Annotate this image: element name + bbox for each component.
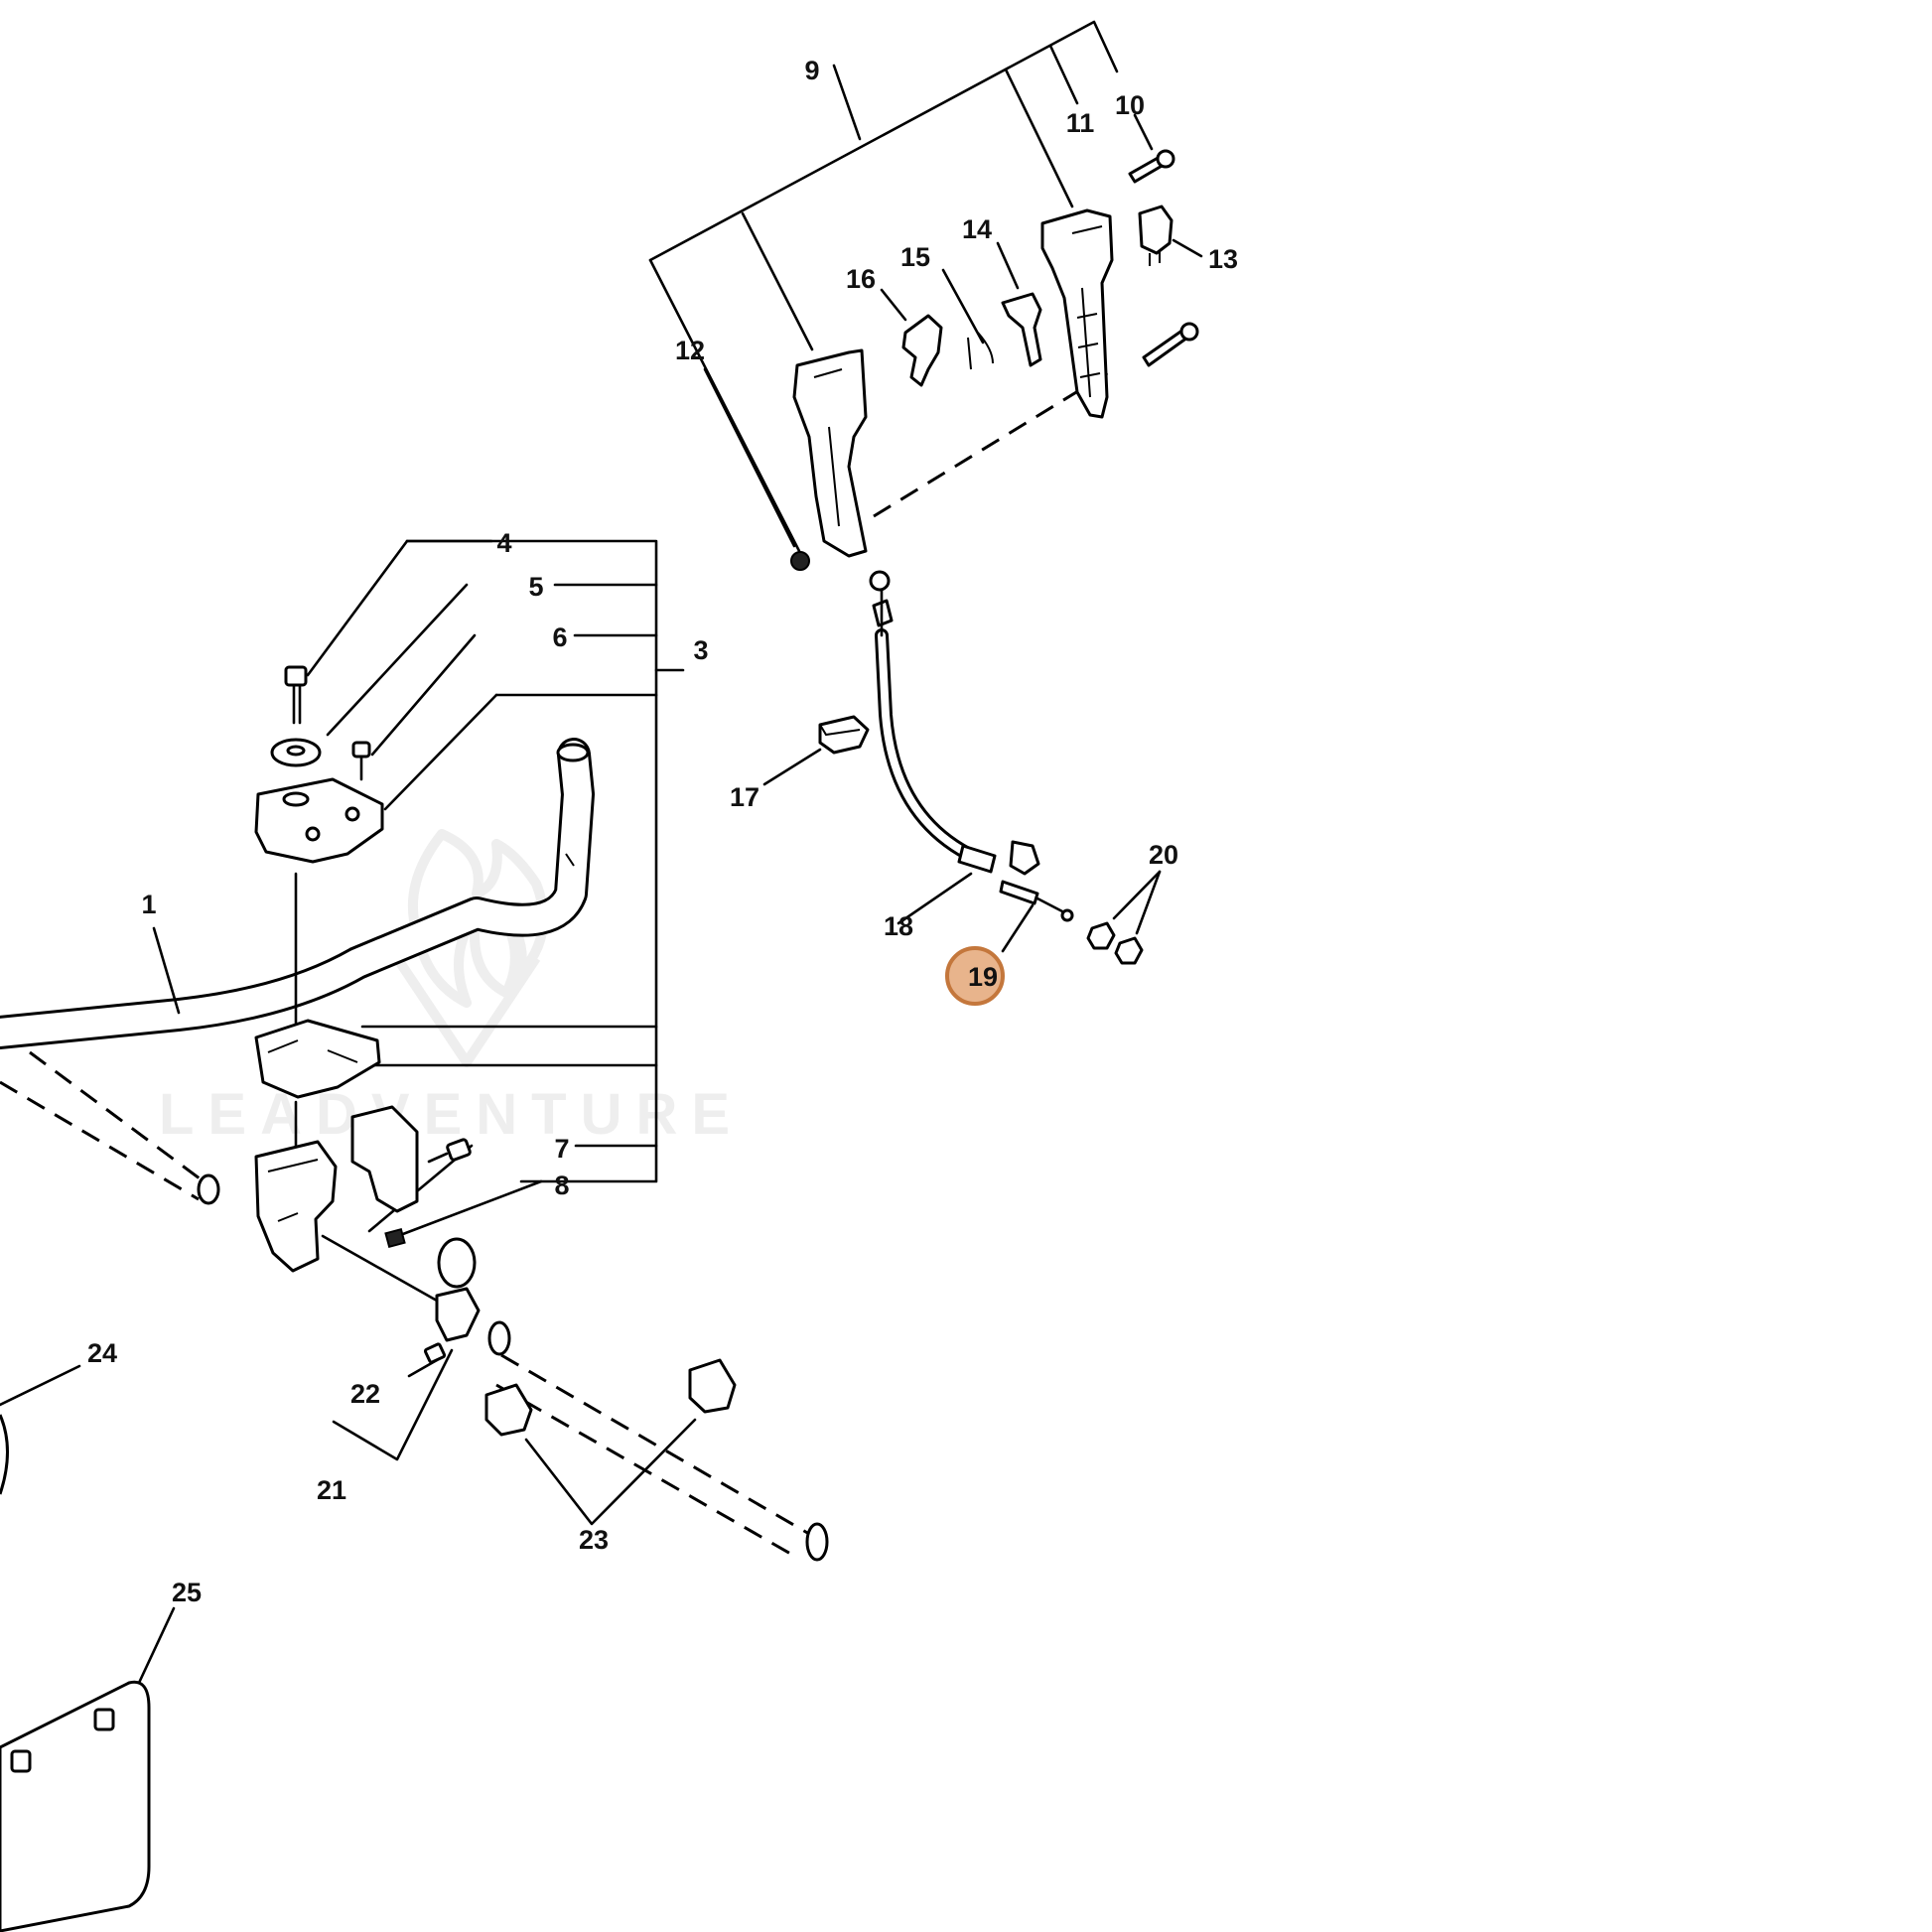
callout-22[interactable]: 22 <box>350 1379 380 1409</box>
clamp-half-part-7[interactable] <box>350 1105 419 1213</box>
callout-5[interactable]: 5 <box>528 572 543 602</box>
screw-part-22[interactable] <box>407 1342 447 1378</box>
washer-part-5[interactable] <box>270 738 322 767</box>
callout-13[interactable]: 13 <box>1208 244 1238 274</box>
callout-11[interactable]: 11 <box>1066 108 1095 138</box>
callout-14[interactable]: 14 <box>962 214 992 244</box>
callout-12[interactable]: 12 <box>675 336 705 365</box>
callout-9[interactable]: 9 <box>804 56 819 85</box>
callout-24[interactable]: 24 <box>87 1338 117 1368</box>
watermark-text: LEADVENTURE <box>159 1082 744 1147</box>
callout-1[interactable]: 1 <box>141 890 156 919</box>
callout-21[interactable]: 21 <box>317 1475 346 1505</box>
clamp-a-part-23[interactable] <box>484 1383 533 1437</box>
clamp-upper-part-3[interactable] <box>254 777 384 864</box>
lockout-lever-part-14[interactable] <box>1001 292 1042 367</box>
callout-15[interactable]: 15 <box>900 242 930 272</box>
switch-part-13[interactable] <box>1138 205 1173 266</box>
callout-18[interactable]: 18 <box>884 911 913 941</box>
callout-7[interactable]: 7 <box>554 1134 569 1164</box>
callout-8[interactable]: 8 <box>554 1171 569 1200</box>
callout-23[interactable]: 23 <box>579 1525 609 1555</box>
callout-3[interactable]: 3 <box>693 635 708 665</box>
screw-lower-part-10[interactable] <box>1142 322 1199 367</box>
panel-part-25[interactable] <box>0 1680 151 1932</box>
cable-end-part-19[interactable] <box>999 880 1074 922</box>
callout-6[interactable]: 6 <box>552 622 567 652</box>
handle-half-left-part-12[interactable] <box>792 348 1118 558</box>
nut-a-part-20[interactable] <box>1086 921 1116 950</box>
clamp-b-part-23[interactable] <box>688 1358 737 1414</box>
callout-4[interactable]: 4 <box>496 528 511 558</box>
clamp-body-part-3[interactable] <box>254 1019 381 1099</box>
nut-part-12[interactable] <box>790 551 810 571</box>
guard-clip-part-17[interactable] <box>818 715 870 755</box>
ring-part-21[interactable] <box>437 1237 477 1289</box>
handlebar-part-1[interactable] <box>0 738 595 1049</box>
nut-b-part-20[interactable] <box>1114 936 1144 965</box>
clamp-part-21[interactable] <box>435 1287 481 1342</box>
tube-part-23[interactable] <box>487 1320 829 1562</box>
trigger-part-16[interactable] <box>901 314 943 387</box>
handle-bracket-9 <box>648 20 1119 553</box>
callout-19[interactable]: 19 <box>968 962 998 992</box>
handle-half-right-part-11[interactable] <box>1040 208 1114 419</box>
bolt-part-4[interactable] <box>284 665 308 725</box>
part-24[interactable] <box>0 1414 9 1495</box>
nut-square-part-8[interactable] <box>384 1227 406 1249</box>
clamp-base-part-3[interactable] <box>254 1140 338 1273</box>
screw-part-7[interactable] <box>427 1138 472 1164</box>
callout-25[interactable]: 25 <box>172 1578 202 1607</box>
screw-part-10[interactable] <box>1128 149 1175 184</box>
screw-part-6[interactable] <box>351 741 371 781</box>
callout-10[interactable]: 10 <box>1115 90 1145 120</box>
callout-17[interactable]: 17 <box>730 782 759 812</box>
callout-19-highlight[interactable]: 19 <box>945 946 1005 1006</box>
callout-20[interactable]: 20 <box>1149 840 1178 870</box>
throttle-cable-part-18[interactable] <box>869 570 1040 876</box>
callout-16[interactable]: 16 <box>846 264 876 294</box>
